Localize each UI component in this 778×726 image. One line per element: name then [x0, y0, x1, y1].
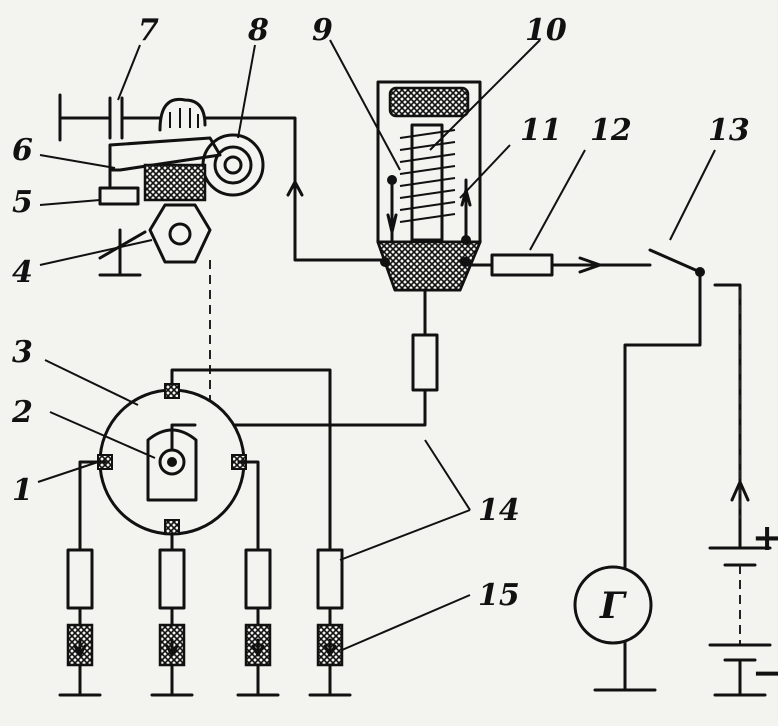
- ignition-switch: [648, 248, 702, 274]
- label-5: 5: [12, 185, 33, 220]
- labels: 1 2 3 4 5 6 7 8 9 10 11 12 13 14 15 Г + …: [11, 13, 778, 694]
- generator: [573, 565, 653, 645]
- label-10: 10: [525, 13, 567, 48]
- cap-contact-top: [164, 383, 180, 399]
- breaker-ground: [98, 228, 142, 277]
- breaker-contact: [98, 186, 140, 206]
- capacitor: [58, 93, 162, 142]
- coil-cap: [388, 86, 470, 118]
- label-9: 9: [312, 13, 333, 48]
- label-2: 2: [11, 395, 33, 430]
- resistor: [490, 253, 554, 277]
- label-12: 12: [590, 113, 632, 148]
- hv-lead: [193, 288, 439, 427]
- battery: [708, 518, 772, 697]
- hv-suppressor: [411, 333, 439, 392]
- battery-minus-sign: −: [752, 652, 778, 694]
- label-4: 4: [12, 255, 33, 290]
- generator-symbol: Г: [599, 585, 627, 627]
- label-8: 8: [247, 13, 269, 48]
- cap-contact-bottom: [164, 519, 180, 535]
- battery-plus-sign: +: [752, 517, 778, 559]
- distributor-rotor: [146, 428, 198, 502]
- leader-lines: [37, 39, 716, 651]
- label-3: 3: [12, 335, 33, 370]
- breaker-assembly: [58, 93, 387, 495]
- plug-3: [236, 548, 280, 697]
- breaker-lever: [108, 136, 222, 172]
- label-15: 15: [478, 578, 520, 613]
- label-1: 1: [12, 473, 33, 508]
- spark-plug-leads: [58, 368, 352, 697]
- current-arrow-up-right: [730, 480, 750, 502]
- label-13: 13: [708, 113, 750, 148]
- cam: [148, 203, 212, 264]
- label-14: 14: [478, 493, 520, 528]
- coil-terminal-left: [380, 257, 390, 267]
- distributor: [97, 383, 247, 536]
- label-7: 7: [138, 13, 159, 48]
- label-11: 11: [520, 113, 562, 148]
- label-6: 6: [12, 133, 33, 168]
- plug-2: [150, 548, 194, 697]
- breaker-terminal: [158, 97, 207, 132]
- hv-wire: [193, 388, 427, 427]
- supply-circuit: [463, 248, 772, 697]
- current-arrow-up: [286, 178, 304, 212]
- plug-1: [58, 548, 102, 697]
- generator-wire: [593, 270, 702, 692]
- breaker-insulator: [143, 163, 207, 202]
- plug-4: [308, 548, 352, 697]
- ignition-coil: [376, 80, 482, 292]
- current-arrow-left: [578, 256, 602, 274]
- breaker-spring-wheel: [201, 133, 265, 197]
